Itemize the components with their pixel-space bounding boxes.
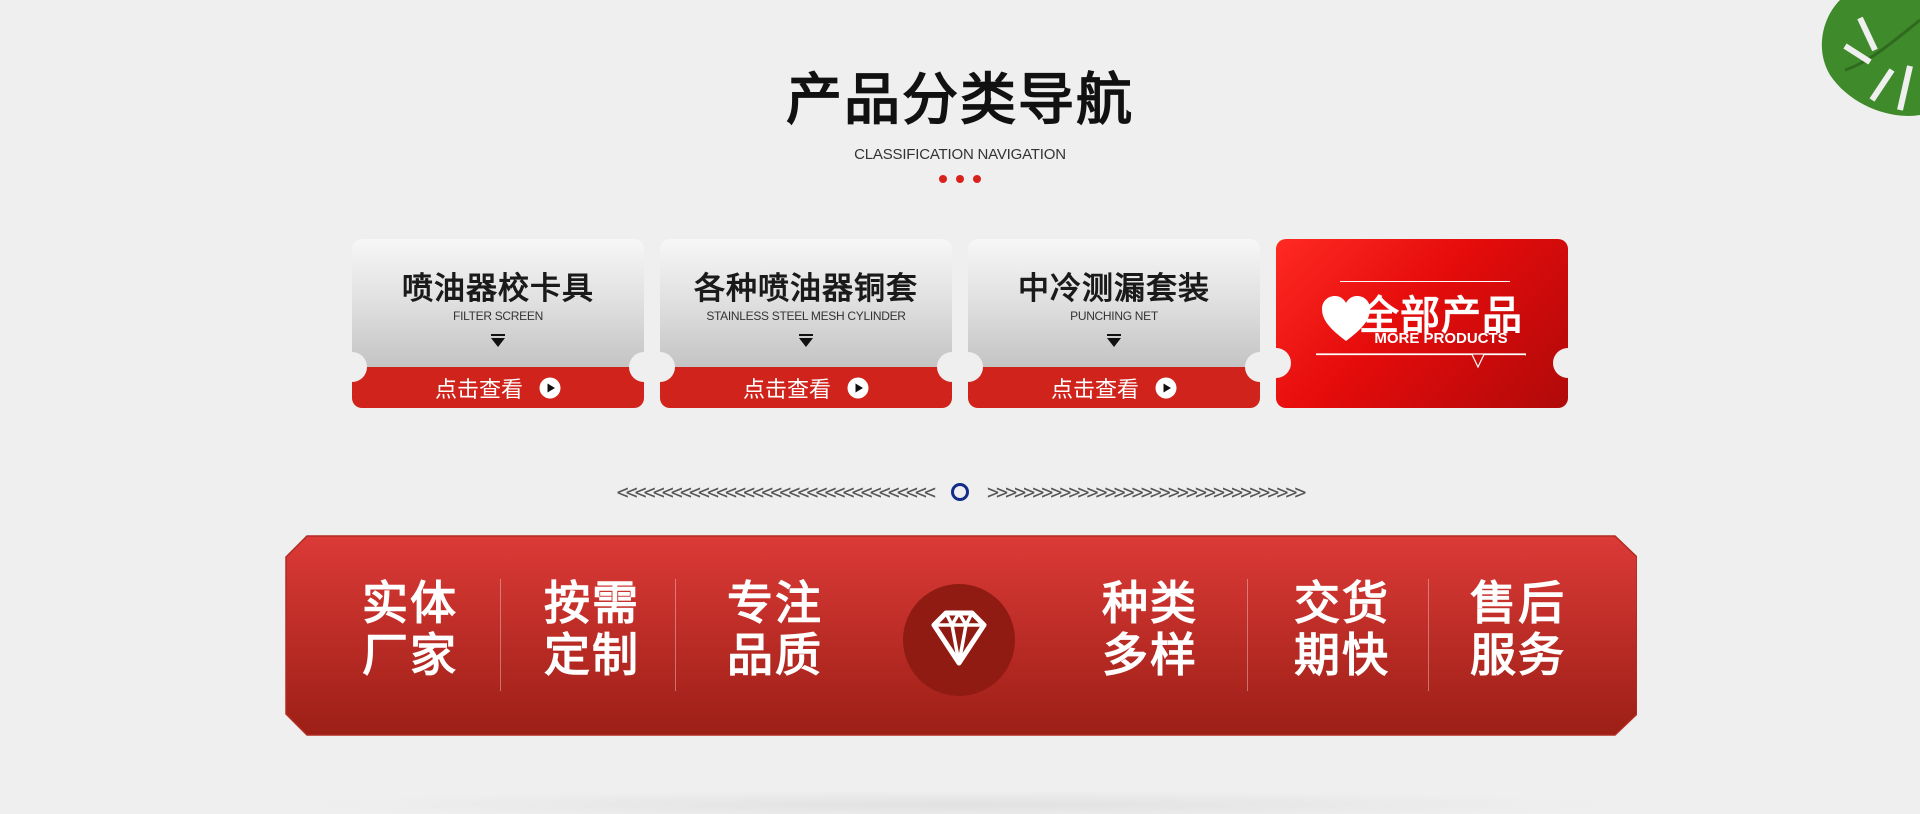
triangle-down-icon <box>491 334 505 347</box>
dot-icon <box>973 175 981 183</box>
view-label: 点击查看 <box>742 377 831 403</box>
section-heading: 产品分类导航 CLASSIFICATION NAVIGATION <box>0 62 1920 183</box>
divider-left-arrows: <<<<<<<<<<<<<<<<<<<<<<<<<<<<<<<<<<< <box>616 480 936 504</box>
monstera-leaf-icon <box>1821 0 1920 116</box>
section-divider: <<<<<<<<<<<<<<<<<<<<<<<<<<<<<<<<<<< >>>>… <box>0 480 1920 504</box>
view-button[interactable]: 点击查看 <box>352 367 644 408</box>
banner-shadow <box>290 790 1630 814</box>
play-circle-icon <box>539 377 561 398</box>
triangle-down-icon <box>1107 334 1121 347</box>
all-products-card[interactable]: 全部产品 MORE PRODUCTS <box>1276 239 1568 408</box>
card-title: 中冷测漏套装 <box>1018 271 1210 307</box>
dot-icon <box>939 175 947 183</box>
card-subtitle: FILTER SCREEN <box>453 309 543 323</box>
heart-icon <box>1322 296 1370 341</box>
feature-divider <box>1428 579 1429 691</box>
feature-divider <box>500 579 501 691</box>
view-label: 点击查看 <box>434 377 523 403</box>
category-cards: 喷油器校卡具 FILTER SCREEN 点击查看 各种喷油器铜套 STAINL… <box>352 239 1568 408</box>
view-button[interactable]: 点击查看 <box>968 367 1260 408</box>
triangle-down-icon <box>799 334 813 347</box>
category-card-calibration-fixture[interactable]: 喷油器校卡具 FILTER SCREEN 点击查看 <box>352 239 644 408</box>
feature-after-sales: 售后 服务 <box>1470 576 1566 682</box>
category-card-intercooler-leak-kit[interactable]: 中冷测漏套装 PUNCHING NET 点击查看 <box>968 239 1260 408</box>
feature-fast-delivery: 交货 期快 <box>1294 576 1390 682</box>
feature-quality-focus: 专注 品质 <box>727 576 823 682</box>
category-card-injector-sleeves[interactable]: 各种喷油器铜套 STAINLESS STEEL MESH CYLINDER 点击… <box>660 239 952 408</box>
diamond-icon <box>903 584 1015 696</box>
divider-right-arrows: >>>>>>>>>>>>>>>>>>>>>>>>>>>>>>>>>>> <box>987 480 1306 504</box>
title-dots <box>0 175 1920 183</box>
card-subtitle: STAINLESS STEEL MESH CYLINDER <box>706 309 906 323</box>
feature-variety: 种类 多样 <box>1102 576 1198 682</box>
feature-divider <box>675 579 676 691</box>
features-banner: 实体 厂家 按需 定制 专注 品质 种类 多样 交货 期快 售后 服务 <box>285 535 1637 736</box>
dot-icon <box>956 175 964 183</box>
card-subtitle: PUNCHING NET <box>1070 309 1158 323</box>
page-subtitle: CLASSIFICATION NAVIGATION <box>854 146 1066 163</box>
ring-icon <box>951 483 969 501</box>
view-label: 点击查看 <box>1050 377 1139 403</box>
all-products-title: 全部产品 <box>1359 293 1523 339</box>
page-title: 产品分类导航 <box>786 68 1134 133</box>
feature-divider <box>1247 579 1248 691</box>
play-circle-icon <box>847 377 869 398</box>
all-products-subtitle: MORE PRODUCTS <box>1374 330 1508 347</box>
speech-bubble-line <box>1316 353 1526 369</box>
card-title: 各种喷油器铜套 <box>694 271 918 307</box>
card-title: 喷油器校卡具 <box>402 271 594 307</box>
feature-custom-made: 按需 定制 <box>544 576 640 682</box>
view-button[interactable]: 点击查看 <box>660 367 952 408</box>
play-circle-icon <box>1155 377 1177 398</box>
feature-real-factory: 实体 厂家 <box>362 576 458 682</box>
